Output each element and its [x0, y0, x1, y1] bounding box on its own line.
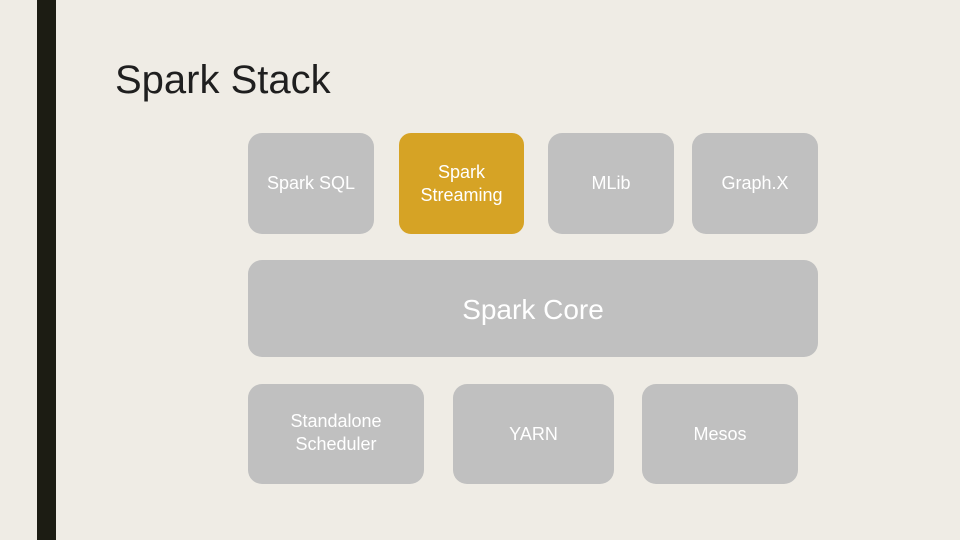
block-label: Spark SQL: [266, 173, 356, 193]
block-spark-core: Spark Core: [248, 260, 818, 357]
slide-title: Spark Stack: [115, 58, 331, 102]
block-spark-sql: Spark SQL: [248, 133, 374, 234]
left-accent-bar: [37, 0, 56, 540]
block-mlib: MLib: [548, 133, 674, 234]
block-yarn: YARN: [453, 384, 614, 484]
block-spark-streaming: Spark Streaming: [397, 131, 526, 236]
block-label: Mesos: [693, 423, 747, 444]
block-label: Graph.X: [721, 173, 789, 193]
block-label: Standalone Scheduler: [290, 411, 382, 454]
block-label: MLib: [591, 173, 631, 193]
block-label: Spark Streaming: [420, 161, 503, 205]
block-label: Spark Core: [462, 293, 604, 325]
block-graphx: Graph.X: [692, 133, 818, 234]
block-standalone-scheduler: Standalone Scheduler: [248, 384, 424, 484]
block-mesos: Mesos: [642, 384, 798, 484]
block-label: YARN: [509, 423, 558, 444]
